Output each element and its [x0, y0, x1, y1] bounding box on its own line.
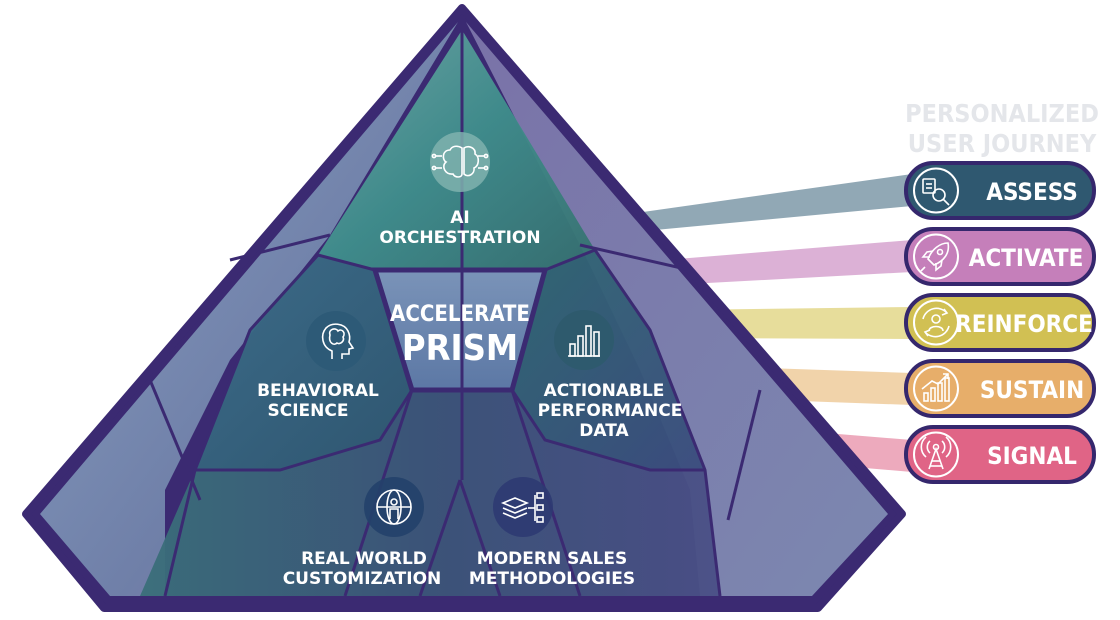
- beam-activate: [640, 240, 912, 286]
- center-title-line1: ACCELERATE: [390, 302, 530, 327]
- performance-label-line2: PERFORMANCE: [538, 401, 683, 421]
- beam-assess: [600, 174, 912, 234]
- journey-step-activate-label: ACTIVATE: [969, 244, 1084, 272]
- journey-step-reinforce-label: REINFORCE: [955, 310, 1093, 338]
- brain-circuit-icon: [430, 132, 490, 192]
- search-magnifier-icon: [922, 178, 950, 206]
- journey-step-signal: SIGNAL: [904, 425, 1096, 484]
- journey-step-assess: ASSESS: [904, 161, 1096, 220]
- layers-flow-icon: [493, 477, 553, 537]
- realworld-label-line1: REAL WORLD: [301, 549, 427, 569]
- journey-step-sustain-label: SUSTAIN: [980, 376, 1084, 404]
- performance-label-line3: DATA: [579, 421, 629, 441]
- center-title-line2: PRISM: [402, 328, 518, 369]
- journey-header-line2: USER JOURNEY: [908, 129, 1097, 158]
- journey-header: PERSONALIZED USER JOURNEY: [905, 99, 1099, 158]
- behavioral-label-line1: BEHAVIORAL: [257, 381, 379, 401]
- right-face: [466, 22, 888, 596]
- bottom-facet: [140, 390, 720, 596]
- behavioral-label-line2: SCIENCE: [268, 401, 349, 421]
- journey-header-line1: PERSONALIZED: [905, 99, 1099, 128]
- journey-step-signal-label: SIGNAL: [987, 442, 1077, 470]
- growth-chart-icon: [921, 373, 950, 402]
- person-cycle-icon: [922, 307, 950, 338]
- sales-label-line1: MODERN SALES: [477, 549, 627, 569]
- performance-label-line1: ACTIONABLE: [544, 381, 665, 401]
- center-title: ACCELERATE PRISM: [390, 302, 530, 369]
- mid-right-facet: [512, 250, 705, 470]
- ai-label-line1: AI: [450, 208, 469, 228]
- ai-label-line2: ORCHESTRATION: [379, 228, 540, 248]
- facet-icons: [306, 132, 614, 537]
- bar-chart-icon: [554, 310, 614, 370]
- rocket-icon: [920, 242, 950, 272]
- left-face: [40, 22, 458, 596]
- prism-body: [22, 4, 906, 612]
- facet-labels: AI ORCHESTRATION BEHAVIORAL SCIENCE ACTI…: [257, 208, 682, 589]
- journey-steps: ASSESS ACTIVATE: [904, 161, 1096, 484]
- journey-step-activate: ACTIVATE: [904, 227, 1096, 286]
- realworld-label-line2: CUSTOMIZATION: [283, 569, 442, 589]
- head-brain-icon: [306, 311, 366, 371]
- journey-step-assess-label: ASSESS: [986, 178, 1078, 206]
- mid-left-facet: [195, 255, 412, 470]
- globe-person-icon: [364, 477, 424, 537]
- signal-tower-icon: [920, 436, 952, 470]
- journey-step-sustain: SUSTAIN: [904, 359, 1096, 418]
- journey-step-reinforce: REINFORCE: [904, 293, 1096, 352]
- sales-label-line2: METHODOLOGIES: [469, 569, 635, 589]
